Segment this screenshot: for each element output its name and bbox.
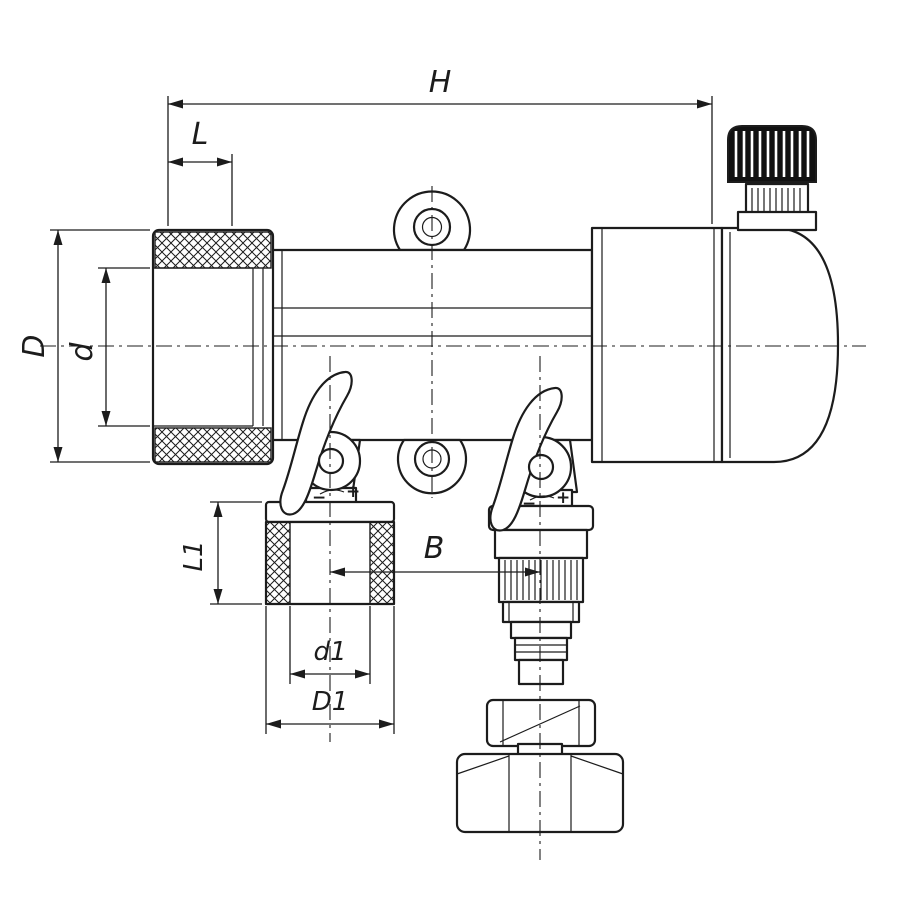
right-outlet-hex [493,528,589,560]
left-minus-mark: − [312,488,326,508]
dim-label-D: D [17,334,52,357]
manifold-body [151,125,840,495]
right-ball-valve [455,386,625,834]
dimension-D1: D1 [265,606,395,734]
vent-knurled-cap [727,125,817,183]
right-outlet-stem [509,620,573,640]
dim-label-L1: L1 [179,540,209,571]
dimension-d: d [65,267,150,427]
valve-direction-marks: − + − + [312,482,570,514]
left-valve-stem [317,447,345,475]
dimension-B: B [330,531,540,577]
right-plus-mark: + [556,488,570,508]
dimension-H: H [167,65,713,226]
centerlines [40,186,866,860]
air-vent [727,125,818,232]
left-plus-mark: + [346,482,360,502]
dim-label-d: d [65,342,100,362]
dim-label-B: B [424,531,445,566]
dimension-D: D [17,229,150,463]
vent-collar [736,210,818,232]
dim-label-L: L [192,117,209,152]
dimension-L: L [168,117,233,226]
dim-label-D1: D1 [312,687,349,717]
right-minus-mark: − [522,494,536,514]
dimension-L1: L1 [179,501,262,605]
left-female-fitting [151,228,275,466]
dim-label-H: H [429,65,452,100]
right-outlet-tip [517,658,565,686]
right-adapter [590,226,840,464]
dim-label-d1: d1 [313,637,346,667]
left-ball-valve [264,370,396,606]
dimension-d1: d1 [289,606,371,684]
right-valve-stem [527,453,555,481]
